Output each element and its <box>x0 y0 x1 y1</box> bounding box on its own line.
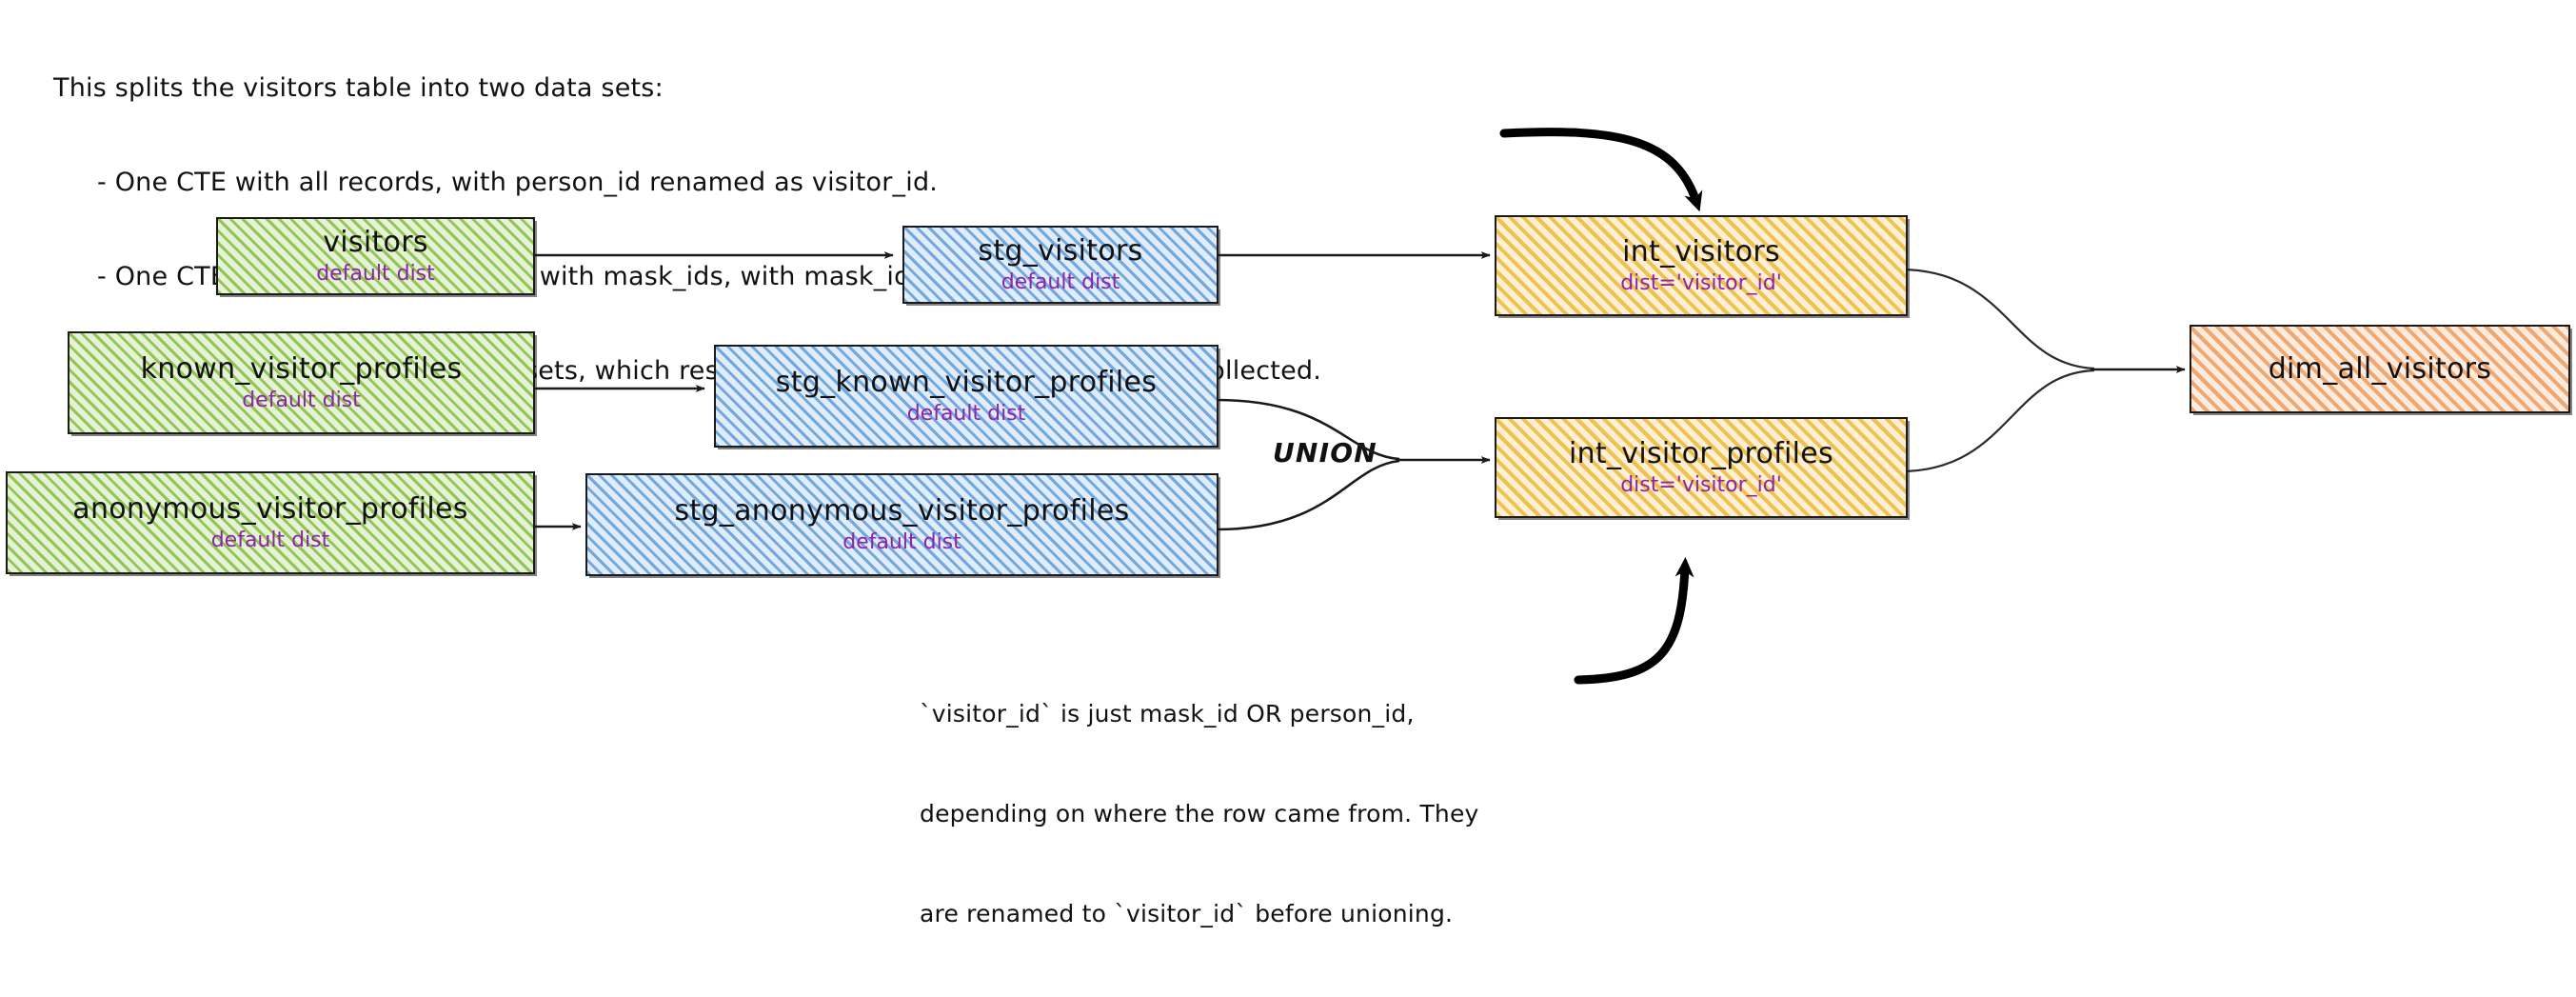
node-known-visitor-profiles[interactable]: known_visitor_profiles default dist <box>68 331 535 434</box>
bottom-line-3: are renamed to `visitor_id` before union… <box>920 900 1454 927</box>
node-anonymous-visitor-profiles-subtitle: default dist <box>210 528 330 552</box>
node-int-visitors[interactable]: int_visitors dist='visitor_id' <box>1495 215 1908 316</box>
node-stg-known-visitor-profiles-title: stg_known_visitor_profiles <box>775 366 1158 400</box>
node-stg-anonymous-visitor-profiles-subtitle: default dist <box>842 529 961 554</box>
union-label: UNION <box>1273 437 1377 469</box>
header-line-2: - One CTE with all records, with person_… <box>97 168 939 197</box>
node-visitors-title: visitors <box>323 226 428 260</box>
node-visitors-subtitle: default dist <box>316 261 435 286</box>
callout-arrow-bottom <box>1574 557 1694 685</box>
header-line-1: This splits the visitors table into two … <box>53 73 664 103</box>
edge-stg-anonymous-to-union <box>1216 459 1400 531</box>
node-stg-visitors[interactable]: stg_visitors default dist <box>902 226 1219 304</box>
node-known-visitor-profiles-subtitle: default dist <box>242 388 361 412</box>
callout-arrow-top <box>1499 128 1703 212</box>
node-stg-known-visitor-profiles[interactable]: stg_known_visitor_profiles default dist <box>714 345 1219 448</box>
node-int-visitors-subtitle: dist='visitor_id' <box>1620 270 1782 295</box>
edge-int-visitors-to-dim <box>1899 268 2095 370</box>
bottom-annotation: `visitor_id` is just mask_id OR person_i… <box>920 630 1479 997</box>
node-dim-all-visitors[interactable]: dim_all_visitors <box>2190 325 2570 413</box>
node-stg-visitors-subtitle: default dist <box>1001 269 1120 294</box>
node-dim-all-visitors-title: dim_all_visitors <box>2268 351 2492 386</box>
bottom-line-2: depending on where the row came from. Th… <box>920 800 1479 828</box>
node-known-visitor-profiles-title: known_visitor_profiles <box>140 352 463 387</box>
diagram-canvas: This splits the visitors table into two … <box>6 73 2570 927</box>
node-int-visitor-profiles-subtitle: dist='visitor_id' <box>1620 472 1782 497</box>
node-int-visitors-title: int_visitors <box>1622 235 1780 269</box>
node-int-visitor-profiles[interactable]: int_visitor_profiles dist='visitor_id' <box>1495 417 1908 518</box>
node-stg-known-visitor-profiles-subtitle: default dist <box>906 401 1026 426</box>
node-anonymous-visitor-profiles-title: anonymous_visitor_profiles <box>72 492 468 527</box>
node-int-visitor-profiles-title: int_visitor_profiles <box>1568 437 1833 471</box>
node-stg-anonymous-visitor-profiles-title: stg_anonymous_visitor_profiles <box>674 494 1130 528</box>
edge-int-profiles-to-dim <box>1899 369 2095 473</box>
node-stg-anonymous-visitor-profiles[interactable]: stg_anonymous_visitor_profiles default d… <box>585 473 1219 576</box>
bottom-line-1: `visitor_id` is just mask_id OR person_i… <box>920 700 1415 728</box>
node-stg-visitors-title: stg_visitors <box>978 234 1143 269</box>
node-visitors[interactable]: visitors default dist <box>216 217 535 295</box>
node-anonymous-visitor-profiles[interactable]: anonymous_visitor_profiles default dist <box>6 471 535 574</box>
